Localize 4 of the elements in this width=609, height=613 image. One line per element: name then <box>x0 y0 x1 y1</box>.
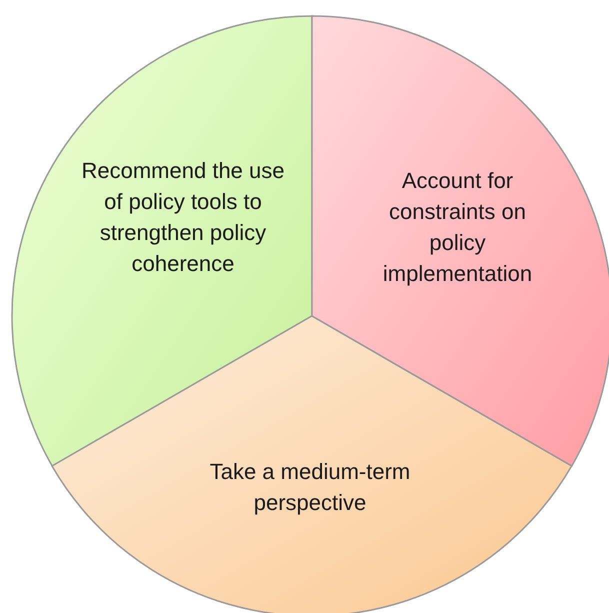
pie-segment <box>52 316 572 613</box>
segment-label: Recommend the use of policy tools to strengthen policy coherence <box>80 157 286 278</box>
segment-label: Take a medium-term perspective <box>208 458 412 517</box>
segment-label: Account for constraints on policy implementation <box>382 167 534 288</box>
